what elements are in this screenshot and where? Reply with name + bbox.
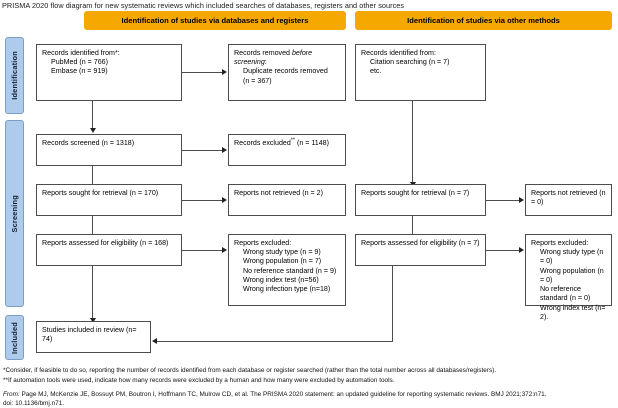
box-reports-not-retrieved-other: Reports not retrieved (n = 0)	[525, 184, 612, 216]
connector-other-assessed-to-excluded	[486, 250, 519, 251]
box-reports-not-retrieved: Reports not retrieved (n = 2)	[228, 184, 346, 216]
records-identified-pubmed: PubMed (n = 766)	[51, 58, 108, 67]
reports-assessed-other-line2: (n = 7)	[458, 239, 480, 247]
stage-label-screening-text: Screening	[10, 194, 19, 233]
connector-other-sought-to-assessed	[412, 216, 413, 237]
stage-label-included: Included	[5, 315, 24, 360]
arrowhead-sought-to-not-retrieved	[222, 197, 227, 203]
reports-not-retrieved-line2: (n = 2)	[302, 189, 323, 197]
arrowhead-assessed-to-excluded	[222, 247, 227, 253]
box-reports-sought: Reports sought for retrieval (n = 170)	[36, 184, 182, 216]
reports-not-retrieved-other-line1: Reports not retrieved	[531, 189, 598, 197]
reports-assessed-line2: (n = 168)	[139, 239, 169, 247]
records-identified-other-etc: etc.	[370, 67, 382, 76]
reports-not-retrieved-other-line2: (n = 0)	[531, 189, 606, 207]
connector-screened-to-sought	[92, 166, 93, 187]
box-records-removed: Records removed before screening: Duplic…	[228, 44, 346, 101]
box-records-screened: Records screened (n = 1318)	[36, 134, 182, 166]
source-citation-prefix: From:	[3, 391, 20, 398]
connector-other-assessed-to-included	[157, 341, 393, 342]
reports-sought-other-line2: (n = 7)	[448, 189, 470, 197]
box-reports-sought-other: Reports sought for retrieval (n = 7)	[355, 184, 486, 216]
records-removed-count: (n = 367)	[243, 76, 272, 85]
box-studies-included: Studies included in review (n= 74)	[36, 321, 151, 353]
arrowhead-identified-to-removed	[222, 69, 227, 75]
box-records-identified: Records identified from*: PubMed (n = 76…	[36, 44, 182, 101]
connector-screened-to-excluded	[182, 150, 222, 151]
reports-assessed-line1: Reports assessed for eligibility	[42, 239, 138, 247]
stage-label-included-text: Included	[10, 321, 19, 354]
arrowhead-other-assessed-to-included	[152, 338, 157, 344]
stage-label-screening: Screening	[5, 120, 24, 307]
diagram-caption: PRISMA 2020 flow diagram for new systema…	[2, 1, 405, 10]
records-identified-line1: Records identified from*:	[42, 49, 120, 57]
connector-sought-to-assessed	[92, 216, 93, 237]
arrowhead-assessed-to-included	[90, 318, 96, 323]
connector-sought-to-not-retrieved	[182, 200, 222, 201]
reports-excluded-other-title: Reports excluded:	[531, 239, 589, 247]
source-doi: doi: 10.1136/bmj.n71.	[3, 400, 64, 407]
connector-other-sought-to-not-retrieved	[486, 200, 519, 201]
header-band-other-methods: Identification of studies via other meth…	[355, 11, 612, 30]
stage-label-identification-text: Identification	[10, 51, 19, 100]
box-reports-assessed-other: Reports assessed for eligibility (n = 7)	[355, 234, 486, 266]
arrowhead-other-assessed-to-excluded	[519, 247, 524, 253]
box-reports-assessed: Reports assessed for eligibility (n = 16…	[36, 234, 182, 266]
reports-excluded-item: No reference standard (n = 9)	[243, 266, 337, 275]
header-band-databases-registers: Identification of studies via databases …	[84, 11, 346, 30]
reports-excluded-item: Wrong infection type (n=18)	[243, 285, 331, 294]
footnote-one: *Consider, if feasible to do so, reporti…	[3, 367, 497, 374]
connector-other-assessed-down	[392, 266, 393, 341]
reports-excluded-item: Wrong study type (n = 9)	[243, 248, 321, 257]
connector-identified-to-screened	[92, 101, 93, 128]
box-reports-excluded-other: Reports excluded: Wrong study type (n = …	[525, 234, 612, 321]
records-identified-embase: Embase (n = 919)	[51, 67, 108, 76]
records-removed-line1: Records removed before	[234, 49, 313, 57]
records-screened-line1: Records screened	[42, 139, 100, 147]
records-excluded-line2: (n = 1148)	[296, 139, 329, 147]
connector-other-identified-to-sought	[412, 101, 413, 182]
studies-included-line2: (n= 74)	[42, 326, 137, 344]
studies-included-line1: Studies included in review	[42, 326, 125, 334]
stage-label-identification: Identification	[5, 37, 24, 114]
arrowhead-identified-to-screened	[90, 128, 96, 133]
box-records-identified-other: Records identified from: Citation search…	[355, 44, 486, 101]
box-reports-excluded: Reports excluded: Wrong study type (n = …	[228, 234, 346, 306]
reports-excluded-item: Wrong population (n = 7)	[243, 257, 322, 266]
reports-assessed-other-line1: Reports assessed for eligibility	[361, 239, 457, 247]
reports-excluded-other-item: Wrong index test (n= 2).	[540, 303, 606, 321]
records-identified-other-citation: Citation searching (n = 7)	[370, 58, 450, 67]
connector-assessed-to-excluded	[182, 250, 222, 251]
footnote-two: **If automation tools were used, indicat…	[3, 377, 395, 384]
box-records-excluded: Records excluded** (n = 1148)	[228, 134, 346, 166]
reports-not-retrieved-line1: Reports not retrieved	[234, 189, 301, 197]
reports-excluded-other-item: Wrong study type (n = 0)	[540, 248, 604, 266]
reports-excluded-item: Wrong index test (n=56)	[243, 275, 319, 284]
arrowhead-screened-to-excluded	[222, 147, 227, 153]
reports-excluded-title: Reports excluded:	[234, 239, 292, 247]
records-excluded-line1: Records excluded**	[234, 137, 295, 147]
records-identified-other-line1: Records identified from:	[361, 49, 436, 57]
source-citation-body: Page MJ, McKenzie JE, Bossuyt PM, Boutro…	[19, 391, 547, 398]
reports-sought-line2: (n = 170)	[129, 189, 159, 197]
records-removed-line2: screening:	[234, 58, 267, 67]
connector-assessed-to-included	[92, 266, 93, 322]
reports-sought-line1: Reports sought for retrieval	[42, 189, 128, 197]
records-excluded-footnote-marker: **	[290, 137, 295, 144]
connector-identified-to-removed	[182, 72, 222, 73]
reports-excluded-other-item: No reference standard (n = 0)	[540, 285, 591, 303]
records-removed-duplicates: Duplicate records removed	[243, 67, 328, 76]
source-citation: From: Page MJ, McKenzie JE, Bossuyt PM, …	[3, 390, 615, 399]
arrowhead-other-sought-to-not-retrieved	[519, 197, 524, 203]
reports-excluded-other-item: Wrong population (n = 0)	[540, 266, 604, 284]
records-screened-line2: (n = 1318)	[101, 139, 135, 147]
reports-sought-other-line1: Reports sought for retrieval	[361, 189, 447, 197]
